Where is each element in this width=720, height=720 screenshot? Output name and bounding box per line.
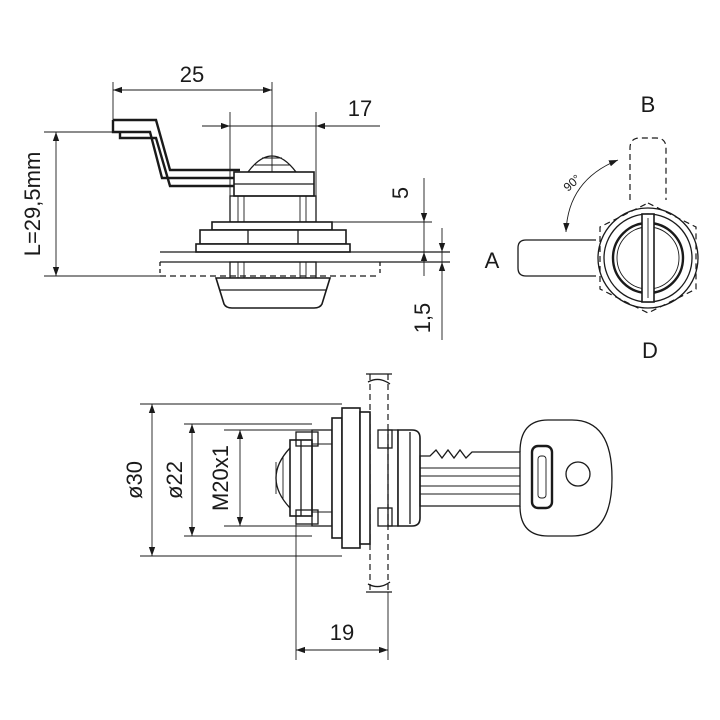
front-view: 90°	[517, 137, 699, 314]
dim-length: L=29,5mm	[20, 131, 160, 277]
dim-inner-diameter-label: ø22	[162, 461, 187, 499]
dim-5-label: 5	[388, 187, 413, 199]
dim-25: 25	[112, 62, 273, 172]
dim-outer-diameter: ø30	[122, 403, 342, 557]
dim-thread: M20x1	[208, 429, 312, 527]
dim-17-label: 17	[348, 96, 372, 121]
dim-17: 17	[202, 96, 380, 196]
lock-head	[214, 277, 332, 309]
position-b-label: B	[641, 92, 656, 117]
side-view	[111, 118, 450, 309]
lock-face-outer	[597, 207, 699, 309]
dim-length-label: L=29,5mm	[20, 152, 45, 257]
threaded-body	[229, 195, 317, 223]
key-hole	[565, 461, 591, 487]
cam-position-a	[517, 239, 596, 277]
washer-nut	[199, 229, 347, 245]
washer-lower	[195, 243, 351, 253]
dim-25-label: 25	[180, 62, 204, 87]
key-blade	[419, 448, 521, 507]
side-washer-2	[341, 407, 361, 549]
dim-1-5-label: 1,5	[410, 303, 435, 334]
panel-section	[369, 374, 389, 592]
washer-upper	[211, 221, 333, 231]
dim-thread-label: M20x1	[208, 445, 233, 511]
position-d-label: D	[642, 338, 658, 363]
dim-1-5: 1,5	[410, 228, 446, 340]
rotation-angle-label: 90°	[561, 172, 584, 195]
bottom-view	[275, 373, 613, 593]
dim-inner-diameter: ø22	[162, 423, 312, 537]
key-bow	[519, 419, 613, 537]
dim-5: 5	[332, 178, 450, 276]
cam-position-b	[629, 137, 667, 200]
side-washer-3	[359, 411, 371, 545]
key-badge	[530, 444, 554, 510]
side-head	[397, 429, 421, 527]
cam-bar	[111, 120, 242, 188]
position-a-label: A	[485, 248, 500, 273]
cam-bar-top	[113, 118, 240, 172]
dim-outer-diameter-label: ø30	[122, 461, 147, 499]
dim-19: 19	[295, 516, 389, 660]
dim-19-label: 19	[330, 620, 354, 645]
side-washer-1	[331, 417, 343, 539]
rotation-arrow	[563, 159, 619, 233]
